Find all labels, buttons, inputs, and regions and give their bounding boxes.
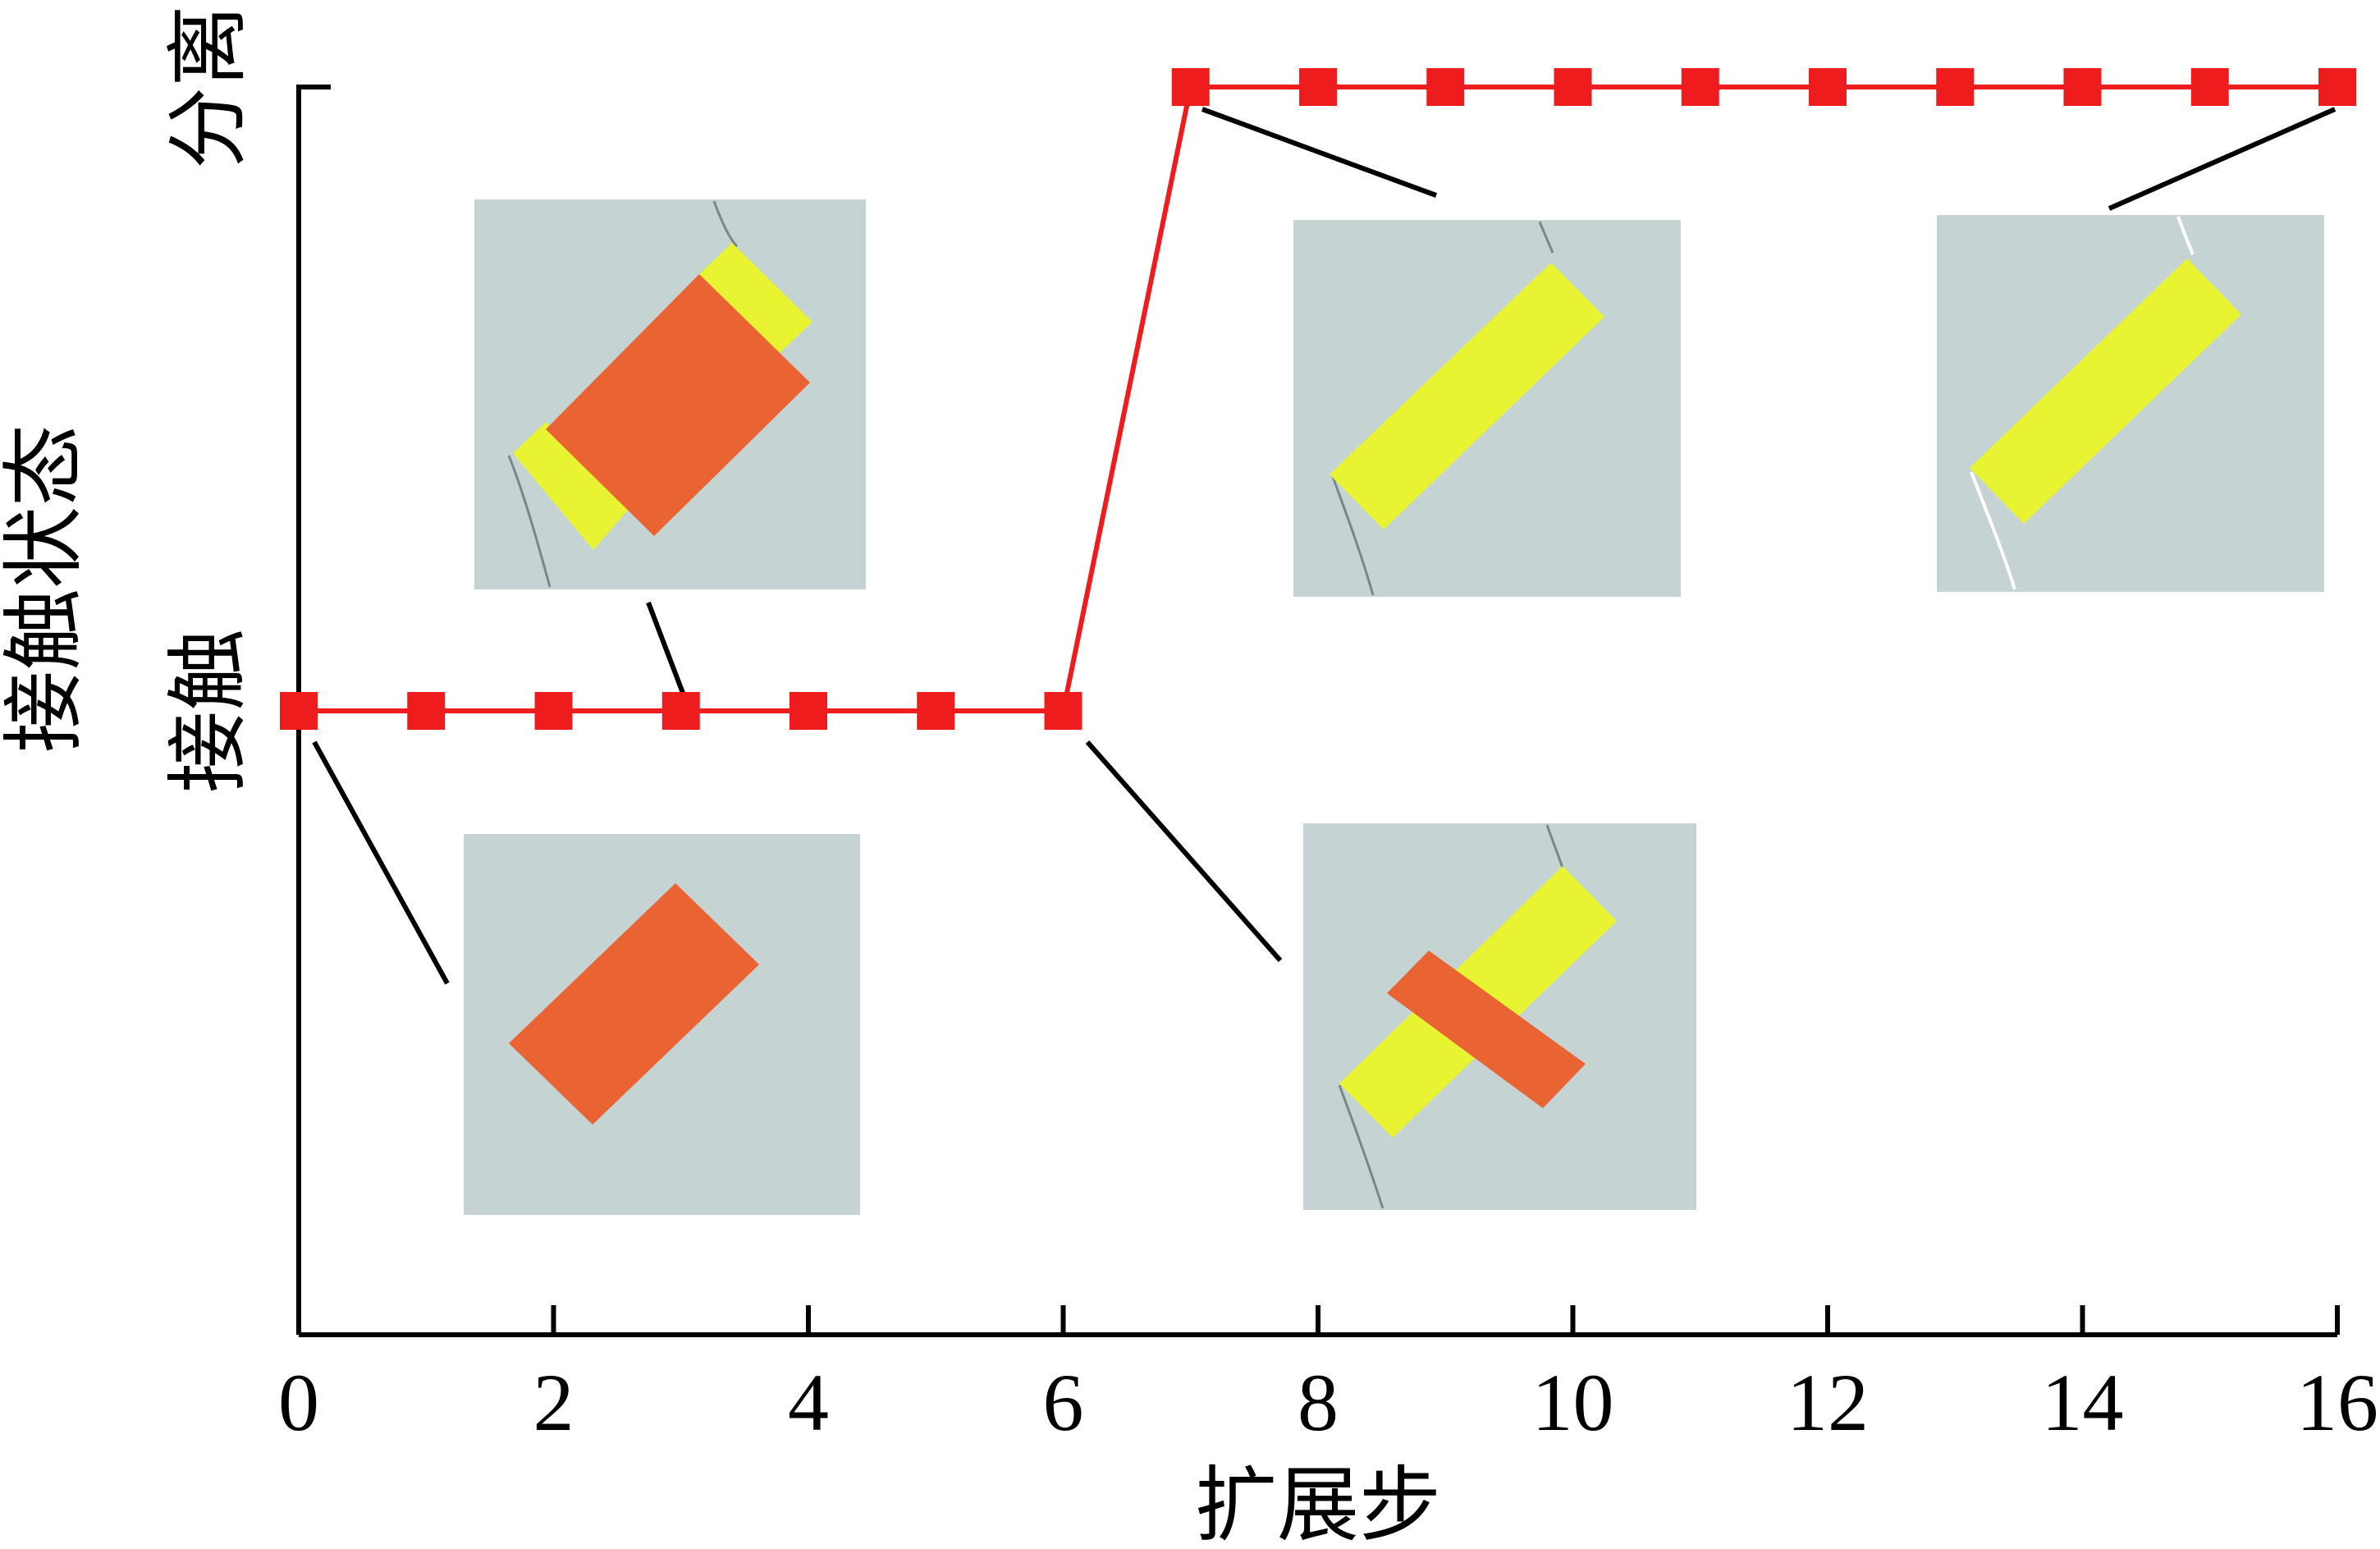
y-category-label: 接触 bbox=[163, 629, 254, 793]
leader-line-step-6 bbox=[1085, 740, 1283, 962]
leader-line-step-3 bbox=[646, 601, 688, 701]
y-category-label: 分离 bbox=[163, 5, 254, 169]
data-point-marker bbox=[1299, 68, 1337, 106]
x-axis-title: 扩展步 bbox=[1195, 1460, 1441, 1549]
data-point-marker bbox=[790, 692, 827, 730]
data-point-marker bbox=[917, 692, 955, 730]
x-tick-label: 14 bbox=[2042, 1357, 2124, 1448]
leader-lines bbox=[312, 107, 2337, 985]
leader-line-step-0 bbox=[312, 740, 450, 985]
data-point-marker bbox=[1554, 68, 1592, 106]
inset-step-7 bbox=[1293, 220, 1681, 597]
x-tick-label: 12 bbox=[1787, 1357, 1869, 1448]
x-tick-label: 4 bbox=[788, 1357, 829, 1448]
leader-line-step-7 bbox=[1201, 107, 1438, 198]
data-point-marker bbox=[661, 692, 700, 730]
inset-step-3 bbox=[474, 199, 866, 589]
data-point-marker bbox=[1936, 68, 1975, 106]
data-point-marker bbox=[534, 692, 573, 730]
x-tick-label: 10 bbox=[1532, 1357, 1614, 1448]
y-axis-line bbox=[296, 85, 331, 1335]
data-point-marker bbox=[1426, 68, 1465, 106]
data-point-marker bbox=[2063, 68, 2102, 106]
data-point-marker bbox=[407, 692, 446, 730]
data-point-marker bbox=[280, 692, 318, 730]
data-point-marker bbox=[1171, 68, 1210, 106]
data-point-marker bbox=[2190, 68, 2229, 106]
leader-line-step-16 bbox=[2108, 107, 2337, 211]
data-point-marker bbox=[1044, 692, 1082, 730]
inset-images bbox=[464, 199, 2324, 1215]
series bbox=[280, 68, 2356, 730]
data-point-marker bbox=[2318, 68, 2356, 106]
x-ticks: 0 2 4 6 8 10 12 14 16 bbox=[278, 1305, 2378, 1448]
x-tick-label: 6 bbox=[1043, 1357, 1084, 1448]
inset-step-6 bbox=[1303, 823, 1696, 1210]
x-tick-label: 0 bbox=[278, 1357, 319, 1448]
y-axis-title: 接触状态 bbox=[0, 424, 90, 753]
x-tick-label: 8 bbox=[1298, 1357, 1339, 1448]
x-tick-label: 2 bbox=[533, 1357, 574, 1448]
data-point-marker bbox=[1681, 68, 1719, 106]
inset-step-0 bbox=[464, 834, 860, 1215]
inset-step-16 bbox=[1937, 215, 2324, 592]
data-point-marker bbox=[1809, 68, 1847, 106]
x-tick-label: 16 bbox=[2296, 1357, 2378, 1448]
